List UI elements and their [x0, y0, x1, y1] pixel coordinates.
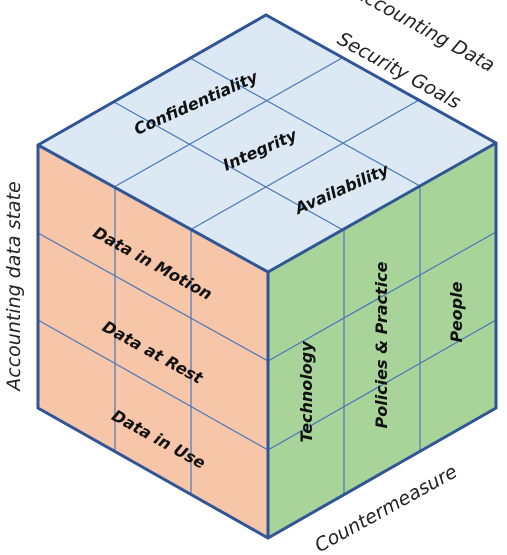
countermeasure-label-technology: Technology: [297, 341, 316, 443]
top-face-grid: [113, 57, 421, 231]
right-face-grid: [267, 186, 497, 494]
left-face-grid: [37, 188, 269, 494]
axis-title-data-state: Accounting data state: [3, 181, 25, 392]
cube-edges: [36, 13, 498, 540]
countermeasure-label-people: People: [447, 281, 466, 342]
countermeasure-label-policies-practice: Policies & Practice: [372, 261, 391, 428]
